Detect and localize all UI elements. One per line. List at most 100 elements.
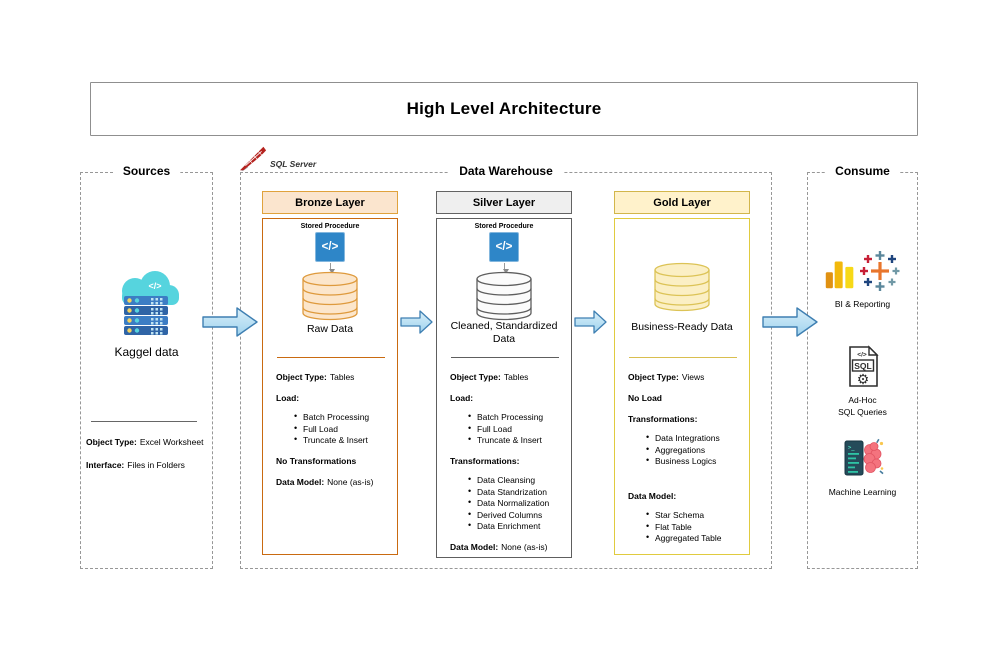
gold-data-model-label: Data Model: xyxy=(628,491,677,501)
silver-layer-box: Stored Procedure </> Cleaned, Standardiz… xyxy=(436,218,572,558)
doc-code-glyph: </> xyxy=(857,352,867,359)
terminal-glyph: >_ xyxy=(848,445,855,451)
gold-db-label: Business-Ready Data xyxy=(631,321,733,333)
warehouse-panel: Data Warehouse Bronze Layer Stored Proce… xyxy=(240,164,772,569)
machine-learning-icon: >_ xyxy=(844,438,884,476)
power-bi-icon xyxy=(825,261,853,289)
silver-layer-title: Silver Layer xyxy=(472,196,536,209)
source-object-type-label: Object Type: xyxy=(86,437,137,447)
bullet-item: Data Standrization xyxy=(450,486,567,497)
sql-server-icon xyxy=(240,146,267,172)
consume-title: Consume xyxy=(825,164,900,178)
connector-arrow-down xyxy=(329,263,335,274)
silver-transformation-bullets: Data Cleansing Data Standrization Data N… xyxy=(450,474,567,531)
silver-divider xyxy=(451,357,559,358)
page-title: High Level Architecture xyxy=(406,99,602,118)
gold-layer-header: Gold Layer xyxy=(614,191,750,214)
silver-details: Object Type:Tables Load: Batch Processin… xyxy=(450,372,567,552)
bullet-item: Data Integrations xyxy=(628,432,745,443)
bronze-load-bullets: Batch Processing Full Load Truncate & In… xyxy=(276,411,393,445)
gold-transformations-label: Transformations: xyxy=(628,414,698,424)
source-interface-label: Interface: xyxy=(86,460,125,470)
cloud-code-glyph: </> xyxy=(148,281,161,291)
bronze-stored-procedure-label: Stored Procedure xyxy=(300,223,360,230)
cloud-server-icon: </> xyxy=(122,271,179,335)
bullet-item: Full Load xyxy=(450,423,567,434)
bronze-load-label: Load: xyxy=(276,393,300,403)
bronze-details: Object Type:Tables Load: Batch Processin… xyxy=(276,372,393,487)
bronze-object-type: Object Type:Tables xyxy=(276,372,355,382)
source-object-type-value: Excel Worksheet xyxy=(139,437,204,447)
bullet-item: Data Normalization xyxy=(450,497,567,508)
silver-stored-procedure-label: Stored Procedure xyxy=(474,223,534,230)
bullet-item: Business Logics xyxy=(628,455,745,466)
sources-divider xyxy=(91,421,197,422)
sql-document-icon: </> SQL ⚙ xyxy=(848,345,879,387)
bullet-item: Batch Processing xyxy=(276,411,393,422)
source-object-type: Object Type:Excel Worksheet xyxy=(86,437,211,447)
bronze-data-model: Data Model:None (as-is) xyxy=(276,477,374,487)
stored-procedure-code-icon: </> xyxy=(489,232,519,262)
sources-title: Sources xyxy=(112,164,181,178)
bronze-layer-box: Stored Procedure </> Raw Data Object Typ… xyxy=(262,218,398,555)
gold-no-load: No Load xyxy=(628,393,662,403)
connector-arrow-down xyxy=(503,263,509,274)
sql-server-logo: SQL Server xyxy=(240,145,316,172)
warehouse-title: Data Warehouse xyxy=(449,164,563,178)
bronze-no-transformations: No Transformations xyxy=(276,456,357,466)
bullet-item: Batch Processing xyxy=(450,411,567,422)
source-interface: Interface:Files in Folders xyxy=(86,460,211,470)
bullet-item: Data Enrichment xyxy=(450,520,567,531)
bullet-item: Full Load xyxy=(276,423,393,434)
bullet-item: Truncate & Insert xyxy=(450,434,567,445)
bullet-item: Derived Columns xyxy=(450,509,567,520)
arrow-sources-to-warehouse xyxy=(202,307,258,337)
gold-data-model-bullets: Star Schema Flat Table Aggregated Table xyxy=(628,509,745,543)
bronze-db-label: Raw Data xyxy=(306,323,354,335)
arrow-bronze-to-silver xyxy=(400,310,433,334)
silver-transformations-label: Transformations: xyxy=(450,456,520,466)
consume-item-adhoc-sql: </> SQL ⚙ Ad-Hoc SQL Queries xyxy=(808,345,917,418)
gold-layer-title: Gold Layer xyxy=(653,196,711,209)
silver-database-icon xyxy=(476,271,532,321)
gold-details: Object Type:Views No Load Transformation… xyxy=(628,372,745,543)
gold-database-icon xyxy=(654,262,710,312)
doc-sql-text: SQL xyxy=(854,361,871,371)
bronze-layer-title: Bronze Layer xyxy=(295,196,365,209)
arrow-warehouse-to-consume xyxy=(762,307,818,337)
tableau-icon xyxy=(859,251,899,291)
silver-layer-header: Silver Layer xyxy=(436,191,572,214)
bullet-item: Flat Table xyxy=(628,521,745,532)
bronze-database-icon xyxy=(302,271,358,321)
arrow-silver-to-gold xyxy=(574,310,607,334)
gold-layer-box: Business-Ready Data Object Type:Views No… xyxy=(614,218,750,555)
sql-server-label: SQL Server xyxy=(270,159,317,169)
gold-divider xyxy=(629,357,737,358)
sources-panel: Sources </> xyxy=(80,164,213,569)
source-item-label: Kaggel data xyxy=(114,345,179,359)
consume-item-bi-reporting: BI & Reporting xyxy=(808,249,917,310)
bullet-item: Aggregations xyxy=(628,444,745,455)
bronze-divider xyxy=(277,357,385,358)
adhoc-label-line2: SQL Queries xyxy=(838,407,887,417)
silver-object-type: Object Type:Tables xyxy=(450,372,529,382)
bi-reporting-label: BI & Reporting xyxy=(834,299,891,309)
gear-icon: ⚙ xyxy=(856,371,869,387)
bullet-item: Truncate & Insert xyxy=(276,434,393,445)
diagram-title-box: High Level Architecture xyxy=(90,82,918,136)
silver-load-bullets: Batch Processing Full Load Truncate & In… xyxy=(450,411,567,445)
bullet-item: Aggregated Table xyxy=(628,532,745,543)
gold-object-type: Object Type:Views xyxy=(628,372,705,382)
stored-procedure-code-icon: </> xyxy=(315,232,345,262)
machine-learning-label: Machine Learning xyxy=(828,487,897,497)
silver-db-label: Cleaned, Standardized Data xyxy=(450,320,558,345)
source-interface-value: Files in Folders xyxy=(127,460,185,470)
adhoc-label-line1: Ad-Hoc xyxy=(848,395,877,405)
silver-data-model: Data Model:None (as-is) xyxy=(450,542,548,552)
bullet-item: Data Cleansing xyxy=(450,474,567,485)
bronze-layer-header: Bronze Layer xyxy=(262,191,398,214)
consume-panel: Consume xyxy=(807,164,918,569)
bullet-item: Star Schema xyxy=(628,509,745,520)
silver-load-label: Load: xyxy=(450,393,474,403)
